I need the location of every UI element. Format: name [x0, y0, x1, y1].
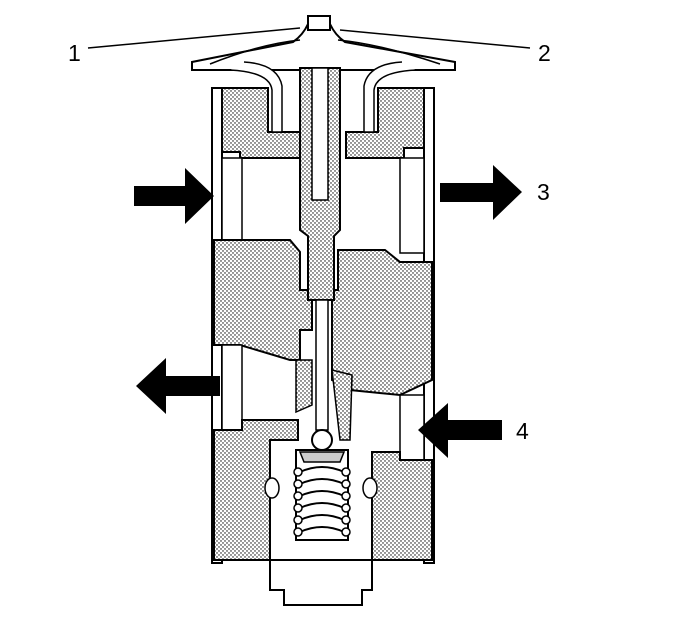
diaphragm-head — [191, 15, 456, 71]
push-rod — [299, 67, 341, 431]
coil-spring-icon — [293, 449, 351, 541]
diaphragm-cup — [229, 61, 417, 133]
outlet-arrow-upper-icon — [440, 165, 522, 220]
callout-3: 3 — [537, 179, 550, 205]
leader-line-2 — [339, 29, 531, 49]
outlet-arrow-lower-icon — [136, 358, 220, 414]
inlet-arrow-upper-icon — [134, 168, 214, 224]
callout-2: 2 — [538, 40, 551, 66]
inlet-arrow-lower-icon — [418, 403, 502, 458]
ball-valve-icon — [311, 429, 333, 451]
leader-line-1 — [87, 27, 301, 49]
callout-1: 1 — [68, 40, 81, 66]
callout-4: 4 — [516, 418, 529, 444]
valve-body — [210, 87, 435, 606]
